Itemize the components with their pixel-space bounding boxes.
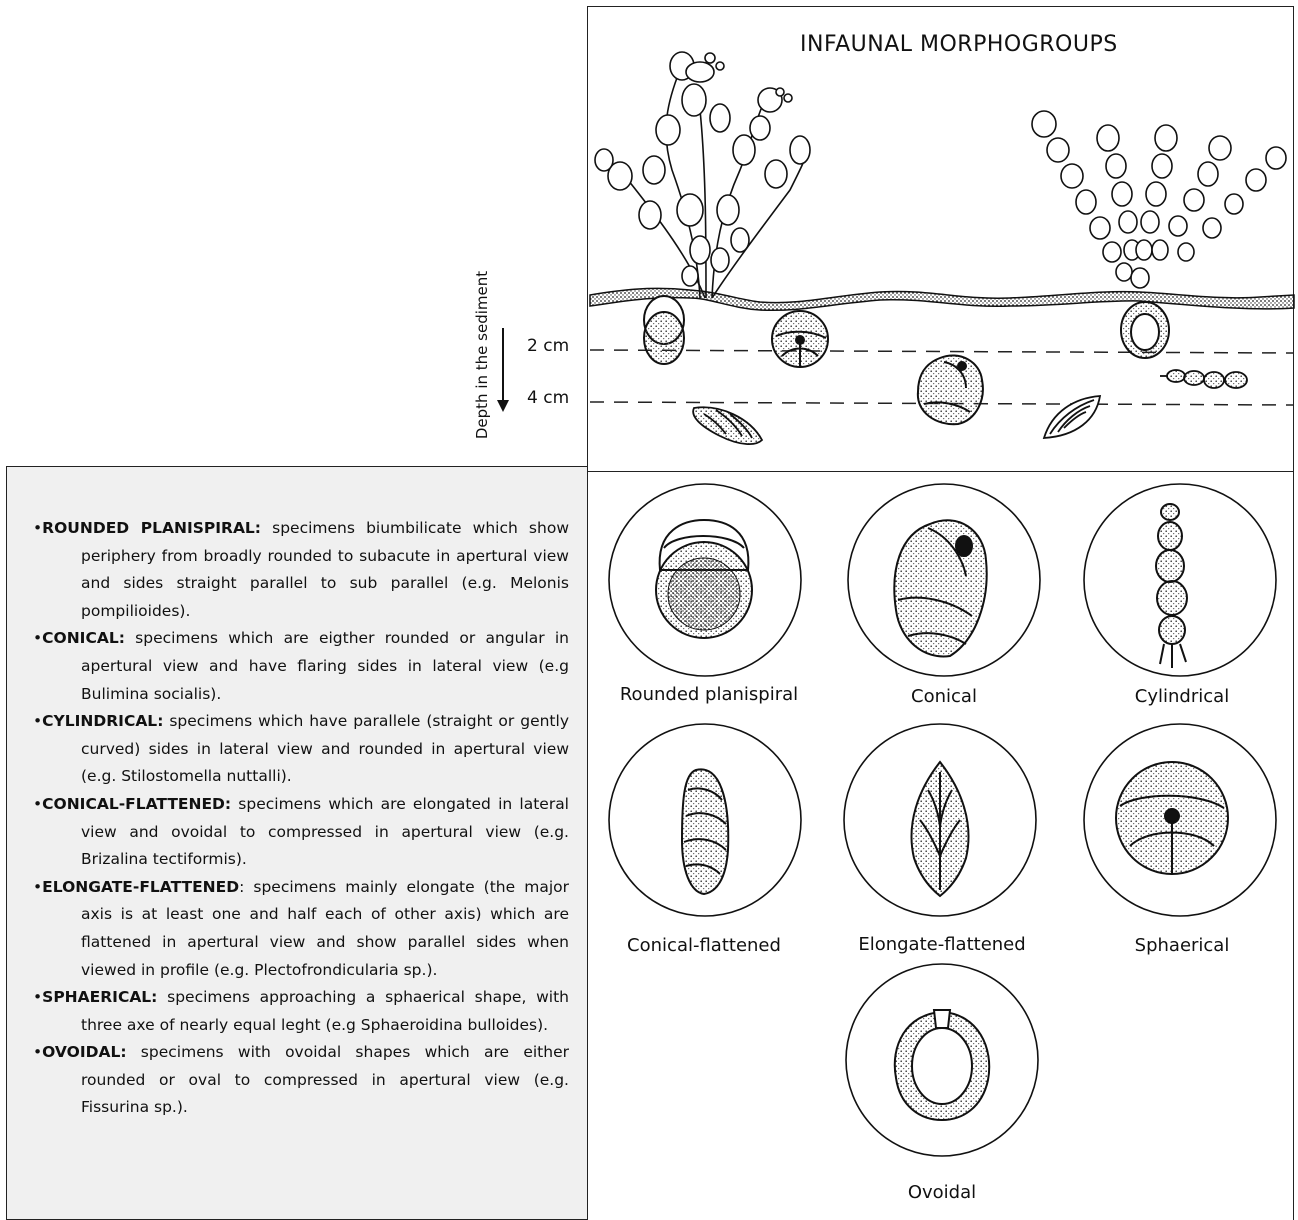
cylindrical-foram-icon: [1084, 484, 1276, 676]
conical-foram-icon: [848, 484, 1040, 676]
ovoidal-foram-icon: [846, 964, 1038, 1156]
rounded-planispiral-foram-icon: [609, 484, 801, 676]
conical-flattened-foram-icon: [609, 724, 801, 916]
morphogroup-label-rounded-planispiral: Rounded planispiral: [620, 684, 798, 705]
morphogroup-label-conical: Conical: [911, 686, 977, 707]
definitions-list: •ROUNDED PLANISPIRAL: specimens biumbili…: [33, 515, 569, 1122]
morphogroup-label-sphaerical: Sphaerical: [1135, 935, 1230, 956]
definition-item: •CYLINDRICAL: specimens which have paral…: [33, 708, 569, 791]
morphogroup-label-ovoidal: Ovoidal: [908, 1182, 976, 1203]
sphaerical-foram-icon: [1084, 724, 1276, 916]
elongate-flattened-foram-icon: [844, 724, 1036, 916]
definition-item: •CONICAL: specimens which are eigther ro…: [33, 625, 569, 708]
definition-item: •CONICAL-FLATTENED: specimens which are …: [33, 791, 569, 874]
morphogroup-label-cylindrical: Cylindrical: [1135, 686, 1229, 707]
morphogroup-label-conical-flattened: Conical-flattened: [627, 935, 781, 956]
morphogroup-label-elongate-flattened: Elongate-flattened: [858, 934, 1025, 955]
definition-item: •SPHAERICAL: specimens approaching a sph…: [33, 984, 569, 1039]
definition-item: •OVOIDAL: specimens with ovoidal shapes …: [33, 1039, 569, 1122]
definition-item: •ROUNDED PLANISPIRAL: specimens biumbili…: [33, 515, 569, 625]
definition-item: •ELONGATE-FLATTENED: specimens mainly el…: [33, 874, 569, 984]
definitions-panel: •ROUNDED PLANISPIRAL: specimens biumbili…: [6, 466, 588, 1220]
